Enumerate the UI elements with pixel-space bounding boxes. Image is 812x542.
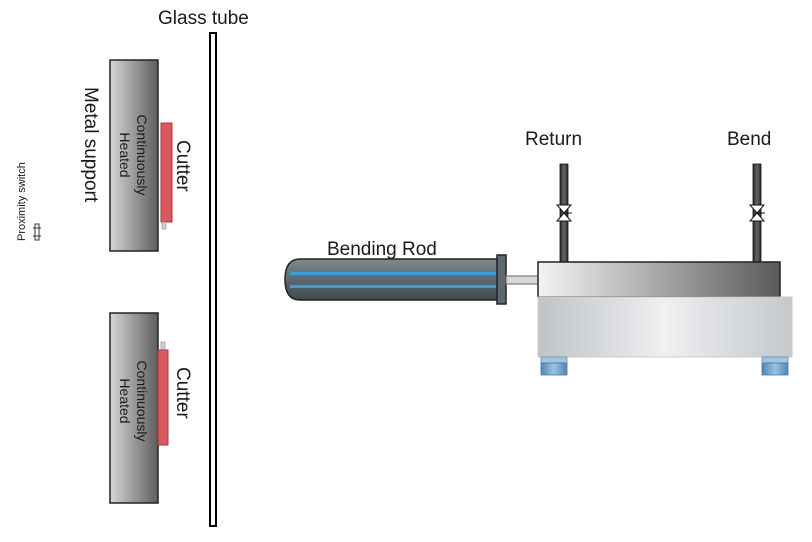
top-cutter [160,122,173,223]
bending-rod-collar [496,254,507,305]
valve-icon [555,204,573,222]
proximity-switch-icon [33,223,41,241]
top-heater-block [109,59,159,252]
bottom-heater-label-line2: Heated [117,378,133,423]
bottom-cutter-pin [160,341,166,351]
bottom-cutter [157,349,169,446]
metal-support-label: Metal support [80,87,101,203]
bending-rod-label: Bending Rod [327,239,437,260]
top-heater-label-line1: Continuously [134,115,150,196]
table-foot-right [761,356,789,376]
bottom-cutter-label: Cutter [172,367,193,419]
bottom-heater-assembly: Continuously Heated Cutter [109,312,193,504]
table-foot-left [540,356,568,376]
top-heater-assembly: Continuously Heated Cutter [109,59,193,252]
bottom-heater-block [109,312,159,504]
bend-label: Bend [727,129,771,150]
bending-rod [284,254,540,305]
bottom-heater-label-line1: Continuously [134,361,150,442]
pneumatic-cylinder [537,261,781,298]
glass-tube [209,32,217,527]
support-table [537,296,793,358]
bending-rod-piston [505,275,540,285]
glass-tube-label: Glass tube [158,8,249,29]
top-cutter-pin [161,221,167,230]
top-cutter-label: Cutter [172,140,193,192]
proximity-switch-label: Proximity switch [16,162,28,241]
top-heater-label-line2: Heated [117,132,133,177]
valve-icon [748,204,766,222]
return-label: Return [525,129,582,150]
